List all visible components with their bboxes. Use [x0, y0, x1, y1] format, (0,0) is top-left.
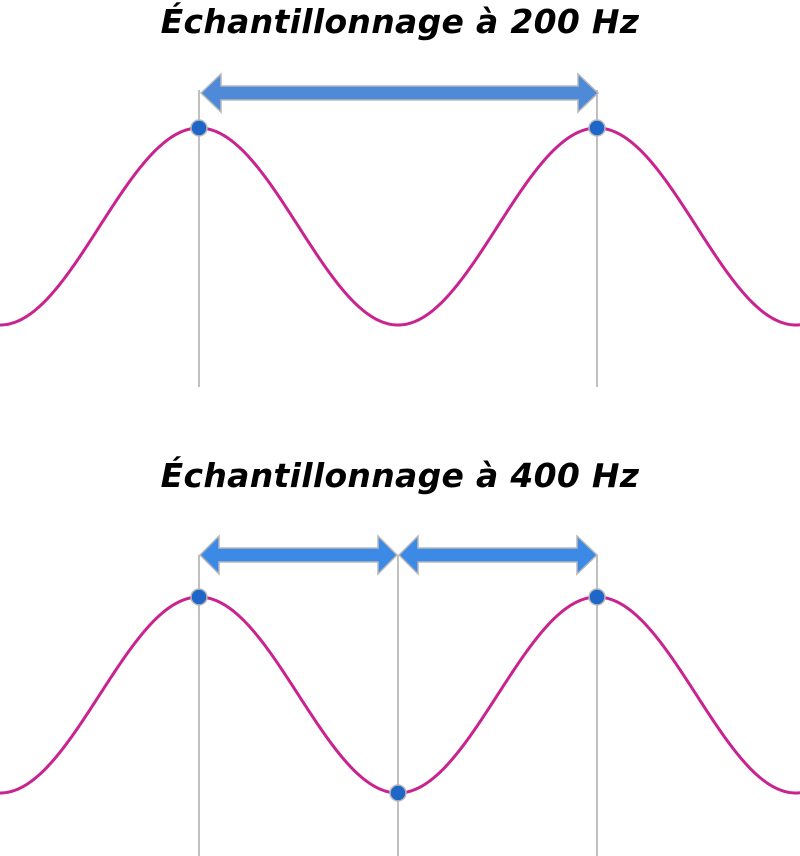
- panel-400hz: [0, 534, 800, 856]
- sample-dot: [190, 588, 208, 606]
- double-arrow-icon: [397, 534, 599, 576]
- sample-dot: [389, 784, 407, 802]
- sine-wave: [0, 126, 800, 327]
- title-200hz: Échantillonnage à 200 Hz: [160, 2, 640, 41]
- panel-200hz: [0, 72, 800, 387]
- sample-dot: [588, 119, 606, 137]
- sine-wave: [0, 595, 800, 795]
- title-400hz: Échantillonnage à 400 Hz: [160, 456, 640, 495]
- double-arrow-icon: [198, 534, 399, 576]
- sample-dot: [588, 588, 606, 606]
- double-arrow-icon: [199, 72, 600, 114]
- sample-dot: [190, 119, 208, 137]
